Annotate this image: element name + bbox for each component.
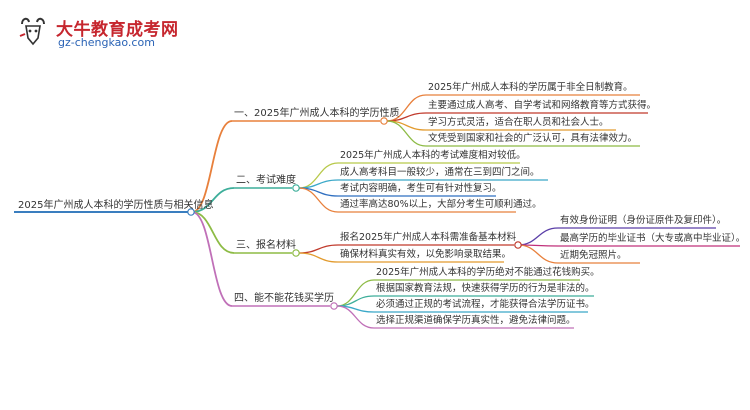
leaf-4-3: 必须通过正规的考试流程，才能获得合法学历证书。 [376, 299, 595, 310]
branch-2-connector [191, 187, 235, 213]
branch-2-node-dot [292, 184, 300, 192]
branch-3-connector [191, 211, 235, 254]
logo-url: gz-chengkao.com [58, 36, 155, 49]
leaf-3-1-3-connector [517, 244, 559, 264]
leaf-1-2: 主要通过成人高考、自学考试和网络教育等方式获得。 [428, 100, 657, 111]
leaf-2-3: 考试内容明确，考生可有针对性复习。 [340, 183, 502, 194]
root-node-dot [187, 208, 195, 216]
leaf-1-4: 文凭受到国家和社会的广泛认可，具有法律效力。 [428, 133, 638, 144]
branch-3-label: 三、报名材料 [236, 240, 296, 251]
root-node: 2025年广州成人本科的学历性质与相关信息 [18, 200, 214, 211]
leaf-4-1-connector [336, 279, 375, 307]
leaf-1-4-connector [386, 120, 427, 147]
leaf-3-1-3: 近期免冠照片。 [560, 250, 627, 261]
leaf-3-1: 报名2025年广州成人本科需准备基本材料 [340, 232, 517, 243]
leaf-2-1: 2025年广州成人本科的考试难度相对较低。 [340, 150, 526, 161]
site-logo[interactable]: 大牛教育成考网 gz-chengkao.com [16, 14, 256, 50]
leaf-4-2: 根据国家教育法规，快速获得学历的行为是非法的。 [376, 283, 595, 294]
leaf-4-4: 选择正规渠道确保学历真实性，避免法律问题。 [376, 315, 576, 326]
logo-title: 大牛教育成考网 [56, 20, 179, 40]
branch-2-label: 二、考试难度 [236, 175, 296, 186]
leaf-3-2: 确保材料真实有效，以免影响录取结果。 [340, 249, 512, 260]
leaf-3-1-1-connector [517, 227, 559, 246]
leaf-2-4-connector [298, 187, 339, 213]
leaf-3-1-node-dot [514, 241, 522, 249]
leaf-4-4-connector [336, 305, 375, 329]
leaf-1-1: 2025年广州成人本科的学历属于非全日制教育。 [428, 82, 633, 93]
leaf-3-2-connector [298, 252, 339, 263]
branch-4-node-dot [330, 302, 338, 310]
leaf-2-4: 通过率高达80%以上，大部分考生可顺利通过。 [340, 199, 542, 210]
leaf-3-1-1: 有效身份证明（身份证原件及复印件）。 [560, 215, 727, 226]
branch-1-label: 一、2025年广州成人本科的学历性质 [234, 108, 400, 119]
branch-1-connector [191, 120, 233, 213]
leaf-2-2: 成人高考科目一般较少，通常在三到四门之间。 [340, 167, 540, 178]
branch-3-node-dot [292, 249, 300, 257]
branch-1-node-dot [380, 117, 388, 125]
leaf-1-3: 学习方式灵活，适合在职人员和社会人士。 [428, 117, 609, 128]
leaf-3-1-2: 最高学历的毕业证书（大专或高中毕业证）。 [560, 233, 746, 244]
leaf-4-1: 2025年广州成人本科的学历绝对不能通过花钱购买。 [376, 267, 600, 278]
bull-logo-icon [19, 17, 45, 46]
leaf-3-1-connector [298, 244, 339, 254]
branch-4-connector [191, 211, 233, 307]
branch-4-label: 四、能不能花钱买学历 [234, 293, 334, 304]
